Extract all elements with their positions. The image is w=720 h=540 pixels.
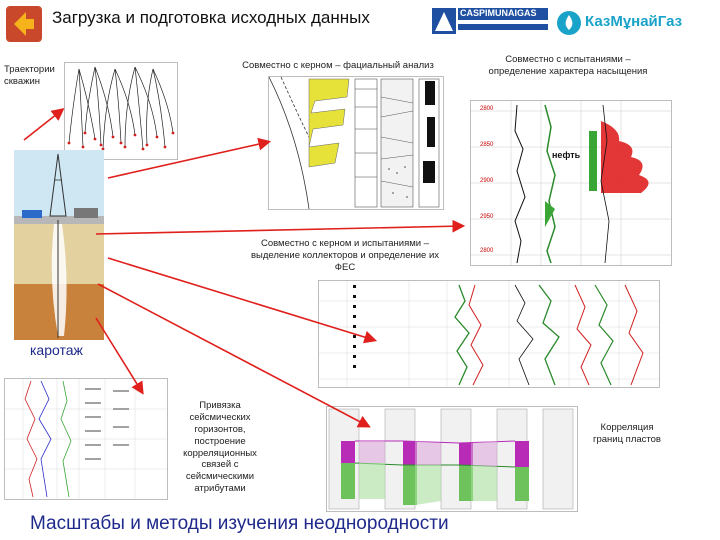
kmg-drop-icon [556, 10, 582, 36]
logging-label: каротаж [30, 342, 83, 358]
tests-saturation-label: Совместно с испытаниями – определение ха… [488, 54, 648, 77]
footer-title: Масштабы и методы изучения неоднородност… [30, 513, 449, 534]
seismic-label: Привязка сейсмических горизонтов, постро… [183, 400, 257, 495]
depth-tick: 2800 [480, 106, 494, 112]
depth-tick: 2800 [480, 248, 494, 254]
oil-label: нефть [552, 150, 581, 160]
slide-title: Загрузка и подготовка исходных данных [52, 8, 370, 27]
depth-tick: 2900 [480, 178, 494, 184]
correlation-label: Корреляция границ пластов [593, 422, 661, 445]
seismic-image [4, 378, 168, 500]
core-facies-label: Совместно с керном – фациальный анализ [242, 60, 434, 71]
correlation-image [326, 406, 578, 512]
well-illustration [14, 150, 104, 340]
depth-tick: 2950 [480, 214, 494, 220]
app-logo-icon [6, 6, 42, 42]
trajectories-label: Траектории скважин [4, 64, 55, 87]
caspimunaigas-logo [432, 6, 550, 38]
depth-ticks: 2800 2850 2900 2950 2800 [480, 100, 502, 264]
reservoir-log-image [318, 280, 660, 388]
core-tests-reservoirs-label: Совместно с керном и испытаниями – выдел… [250, 238, 440, 273]
kmg-logo-text: КазМұнайГаз [585, 13, 683, 30]
core-facies-image [268, 76, 444, 210]
title-bar [0, 0, 720, 44]
depth-tick: 2850 [480, 142, 494, 148]
caspimunaigas-logo-text: CASPIMUNAIGAS [460, 8, 537, 18]
saturation-log-image [470, 100, 672, 266]
